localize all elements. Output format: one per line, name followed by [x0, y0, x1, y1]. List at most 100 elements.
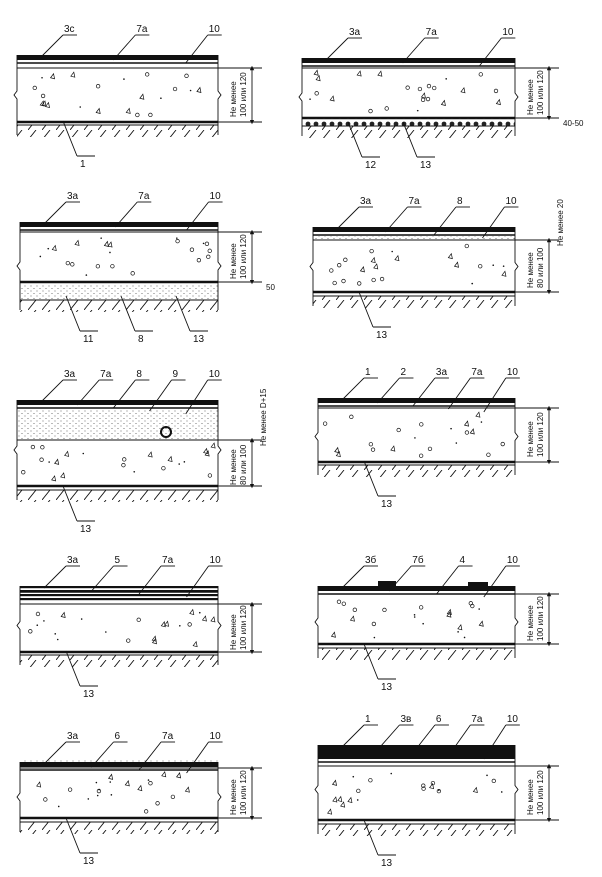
inclusion-block [468, 582, 488, 586]
dimension-label: Не менее [526, 252, 535, 288]
aggregate-stone [370, 256, 376, 264]
aggregate-stone [51, 475, 57, 482]
aggregate-stone [108, 773, 114, 780]
callout-leader [388, 565, 412, 592]
aggregate-pebble [329, 268, 334, 273]
aggregate-pebble [382, 607, 387, 613]
callout-leader [385, 206, 408, 233]
aggregate-pebble [122, 457, 127, 462]
aggregate-pebble [175, 239, 180, 244]
dimension-label: Не менее [526, 421, 535, 457]
aggregate-dot [478, 608, 480, 610]
aggregate-pebble [370, 447, 376, 452]
aggregate-pebble [196, 258, 202, 263]
aggregate-dot [54, 633, 57, 635]
ground-hatch [20, 655, 218, 667]
aggregate-stone [74, 239, 80, 246]
aggregate-dot [179, 624, 181, 627]
callout-label-6: 6 [115, 731, 121, 742]
aggregate-pebble [161, 466, 166, 471]
aggregate-dot [422, 622, 424, 625]
callout-label-8: 8 [138, 334, 144, 345]
aggregate-pebble [95, 84, 101, 89]
aggregate-pebble [148, 112, 153, 118]
aggregate-stone [124, 780, 130, 787]
callout-label-7а: 7а [162, 555, 174, 566]
aggregate-stone [329, 95, 335, 102]
aggregate-dot [189, 89, 192, 92]
aggregate-stone [331, 779, 338, 786]
ground-hatch [302, 126, 515, 138]
callout-label-11: 11 [83, 334, 94, 345]
break-line [514, 58, 519, 136]
aggregate-pebble [369, 248, 374, 254]
aggregate-stone [49, 72, 56, 80]
aggregate-stone [429, 782, 435, 790]
aggregate-pebble [206, 254, 211, 259]
aggregate-pebble [468, 601, 473, 606]
aggregate-dot [123, 78, 125, 80]
aggregate-pebble [384, 106, 389, 111]
aggregate-pebble [145, 72, 150, 77]
aggregate-dot [105, 631, 107, 633]
callout-label-1: 1 [80, 159, 86, 170]
surface-layer [20, 590, 218, 593]
aggregate-dot [133, 471, 136, 473]
callout-leader [186, 741, 209, 774]
callout-leader [65, 817, 81, 854]
break-line [314, 398, 319, 475]
break-line [514, 586, 519, 658]
dimension-label: Не менее [526, 779, 535, 815]
ground-hatch [20, 300, 218, 312]
break-line [314, 586, 319, 658]
aggregate-dot [110, 794, 113, 796]
aggregate-pebble [493, 88, 499, 94]
aggregate-stone [349, 615, 355, 622]
aggregate-stone [340, 801, 346, 808]
dimension-label: 100 или 120 [239, 72, 248, 117]
callout-leader [40, 379, 64, 403]
ground-hatch [17, 490, 218, 502]
break-line [16, 586, 21, 665]
callout-leader [483, 377, 507, 413]
aggregate-dot [500, 791, 503, 793]
callout-leader [433, 206, 457, 236]
break-line [298, 58, 303, 136]
aggregate-stone [161, 770, 167, 778]
aggregate-pebble [432, 85, 437, 91]
aggregate-dot [356, 799, 359, 801]
dimension-label: 100 или 120 [536, 596, 545, 641]
callout-label-12: 12 [365, 160, 377, 171]
aggregate-stone [359, 266, 365, 273]
callout-label-10: 10 [210, 555, 222, 566]
aggregate-dot [492, 264, 495, 267]
aggregate-pebble [417, 86, 423, 92]
callout-label-10: 10 [209, 24, 221, 35]
callout-leader [363, 643, 379, 680]
callout-leader [175, 295, 191, 332]
aggregate-pebble [143, 809, 149, 814]
callout-label-8: 8 [457, 196, 463, 207]
surface-coating [313, 227, 515, 232]
aggregate-pebble [371, 277, 376, 283]
aggregate-stone [315, 74, 321, 82]
callout-leader [402, 37, 426, 64]
callout-leader [448, 724, 471, 757]
sand-base-layer [20, 285, 218, 299]
callout-leader [479, 37, 502, 67]
aggregate-dot [160, 97, 162, 100]
callout-label-13: 13 [83, 856, 95, 867]
aggregate-pebble [32, 85, 37, 91]
aggregate-pebble [427, 446, 433, 451]
aggregate-dot [437, 789, 440, 791]
aggregate-dot [183, 461, 186, 463]
callout-leader [113, 379, 136, 409]
callout-label-7б: 7б [412, 554, 424, 566]
callout-leader [347, 121, 363, 158]
callout-label-7а: 7а [138, 191, 150, 202]
aggregate-pebble [418, 453, 424, 458]
aggregate-pebble [343, 257, 348, 262]
callout-leader [412, 377, 436, 407]
